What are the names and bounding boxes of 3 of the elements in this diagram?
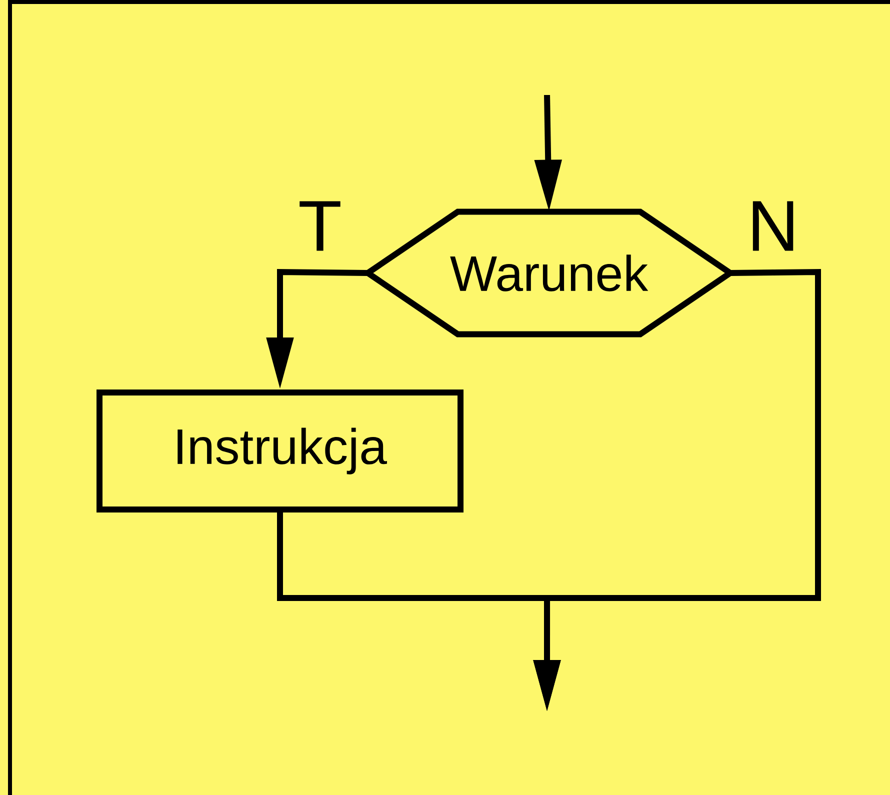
- edge-label: N: [745, 199, 801, 253]
- process-box: Instrukcja: [96, 390, 464, 512]
- edge-label: T: [296, 199, 344, 253]
